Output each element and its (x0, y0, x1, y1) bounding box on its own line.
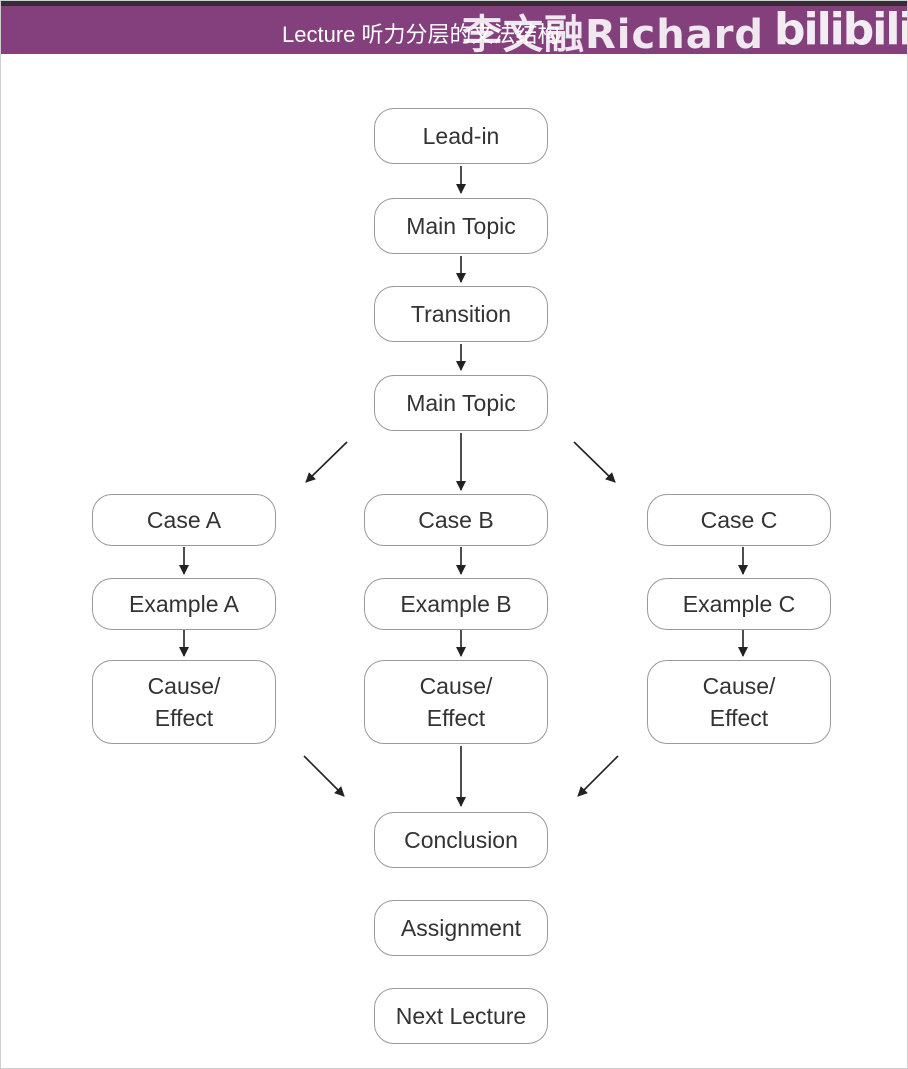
node-case-c: Case C (647, 494, 831, 546)
node-example-c: Example C (647, 578, 831, 630)
bilibili-logo: bilibili (774, 4, 908, 54)
arrow-causea-to-conclusion (303, 755, 345, 797)
node-cause-effect-b: Cause/ Effect (364, 660, 548, 744)
node-cause-effect-c: Cause/ Effect (647, 660, 831, 744)
node-cause-effect-a: Cause/ Effect (92, 660, 276, 744)
node-transition: Transition (374, 286, 548, 342)
watermark-name: 李文融Richard (462, 12, 765, 54)
node-main-topic-2: Main Topic (374, 375, 548, 431)
arrow-causec-to-conclusion (577, 755, 619, 797)
arrow-maintopic-to-casea (305, 441, 348, 483)
node-case-a: Case A (92, 494, 276, 546)
node-conclusion: Conclusion (374, 812, 548, 868)
node-lead-in: Lead-in (374, 108, 548, 164)
node-example-b: Example B (364, 578, 548, 630)
node-assignment: Assignment (374, 900, 548, 956)
header-title: Lecture 听力分层的文法结构 (282, 22, 560, 47)
arrow-maintopic-to-casec (573, 441, 616, 483)
node-example-a: Example A (92, 578, 276, 630)
header-top-strip (0, 0, 908, 6)
node-next-lecture: Next Lecture (374, 988, 548, 1044)
node-main-topic-1: Main Topic (374, 198, 548, 254)
header-band: Lecture 听力分层的文法结构 李文融Richard bilibili (0, 0, 908, 54)
node-case-b: Case B (364, 494, 548, 546)
